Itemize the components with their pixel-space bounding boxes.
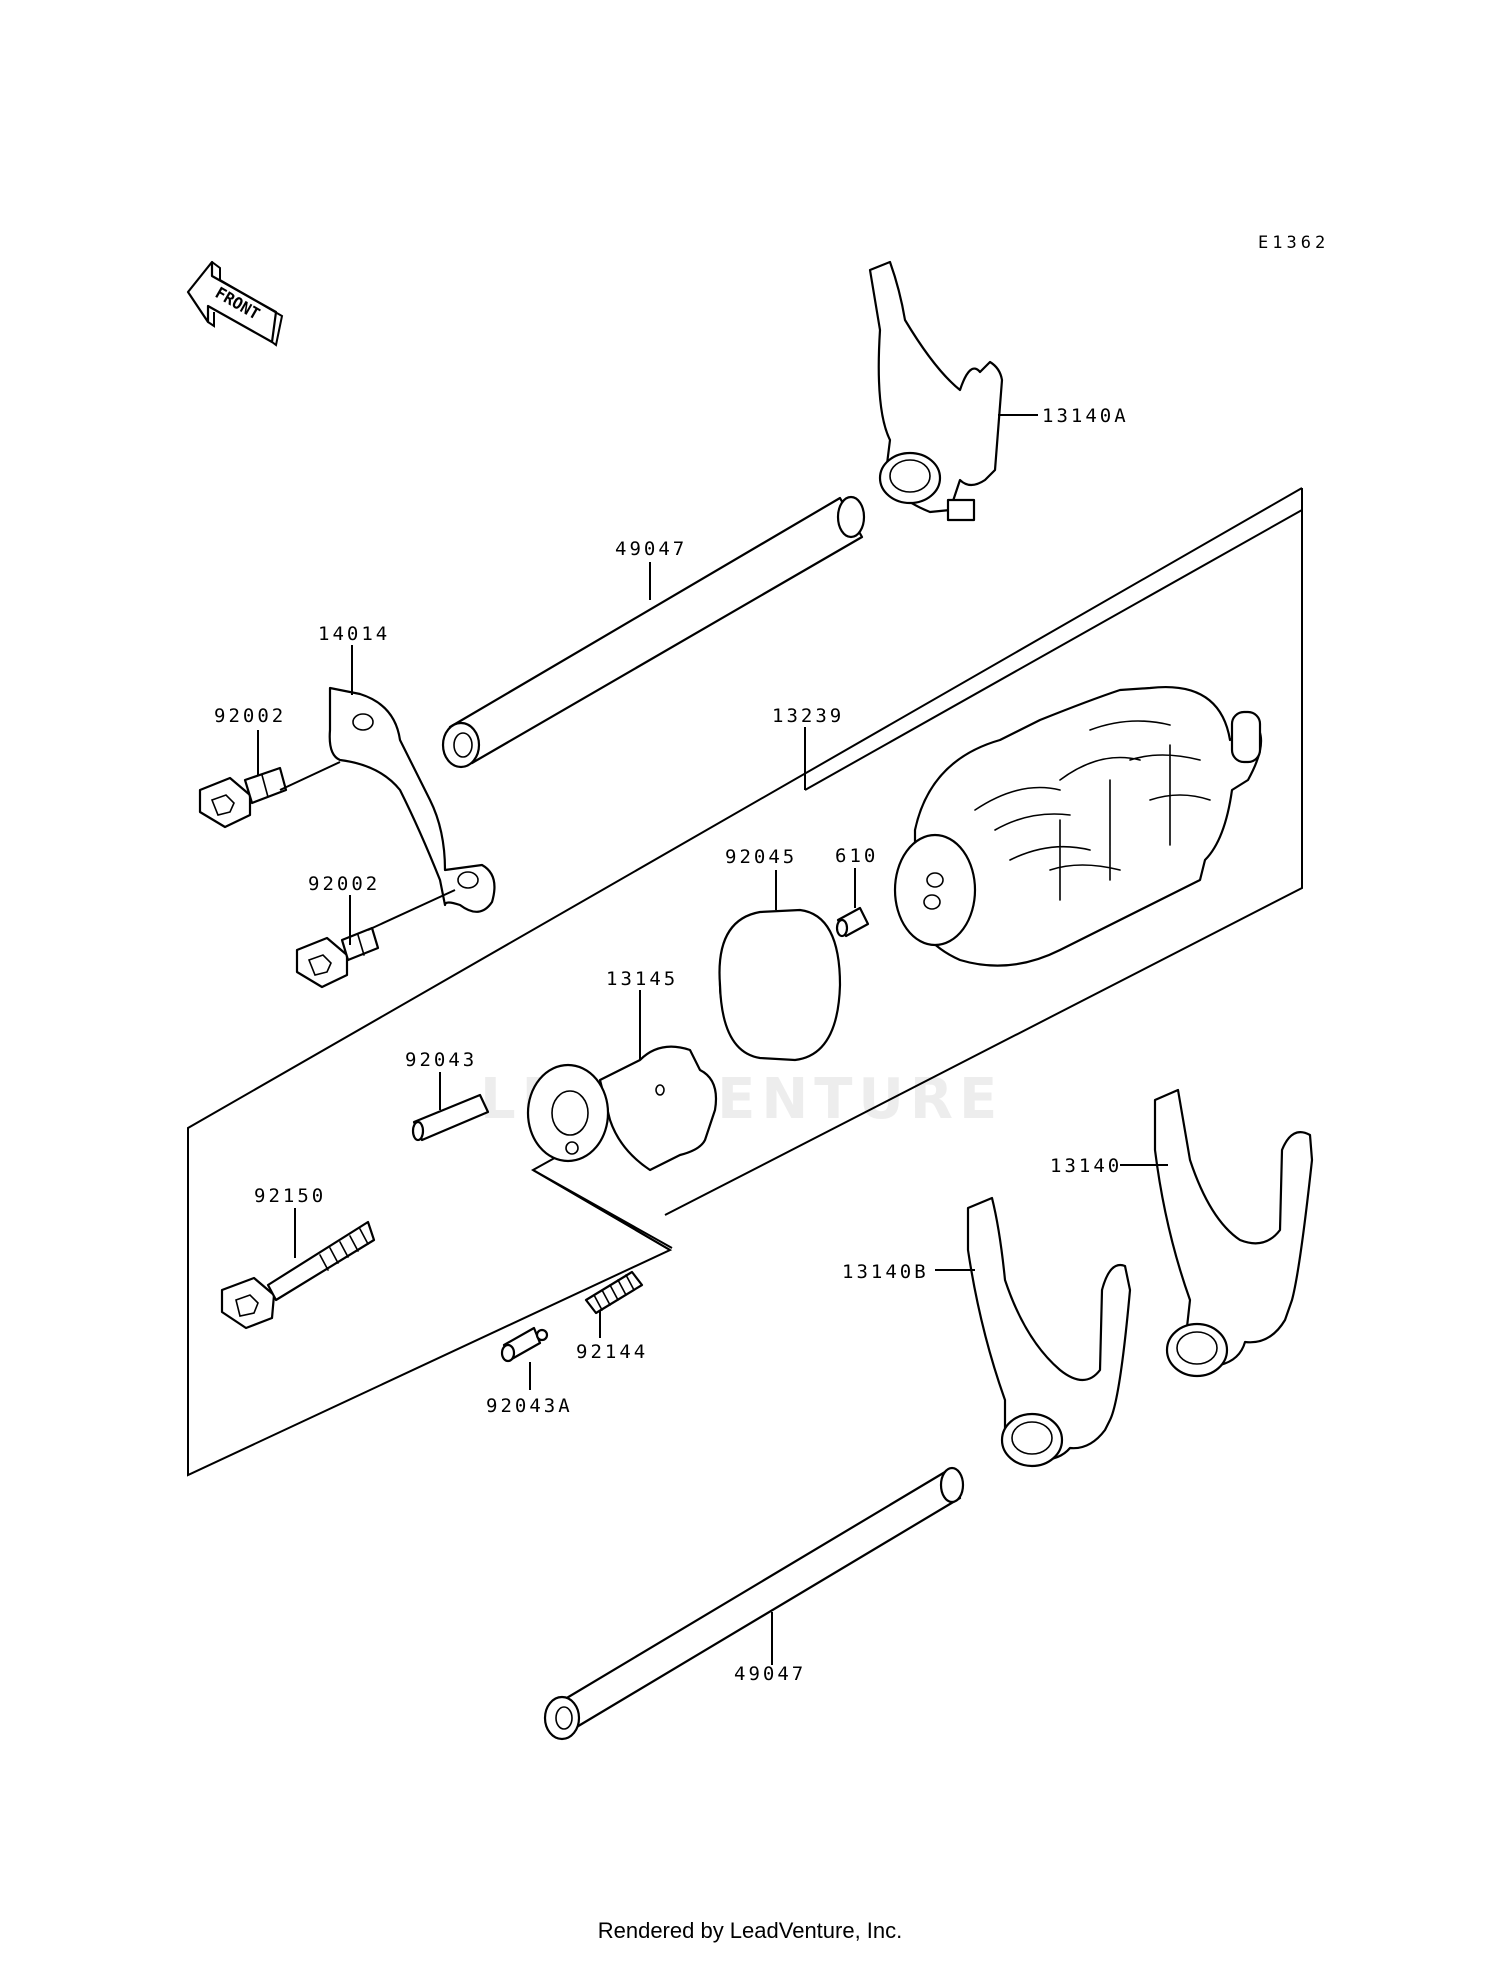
stopper-plate-icon[interactable]: [328, 686, 496, 913]
shift-rod-upper-icon[interactable]: [441, 495, 866, 769]
diagram-code: E1362: [1258, 233, 1329, 253]
spring-icon[interactable]: [584, 1270, 644, 1315]
shift-fork-13140a-icon[interactable]: [868, 260, 1004, 522]
label-13145[interactable]: 13145: [606, 968, 678, 990]
long-bolt-icon[interactable]: [220, 1220, 376, 1330]
shift-drum-icon[interactable]: [893, 686, 1263, 967]
bolt-upper-icon[interactable]: [198, 766, 288, 829]
pin-92043-icon[interactable]: [411, 1093, 490, 1142]
label-13140a[interactable]: 13140A: [1042, 405, 1129, 427]
label-92043a[interactable]: 92043A: [486, 1395, 573, 1417]
shift-cam-icon[interactable]: [526, 1045, 718, 1172]
label-92002-lower[interactable]: 92002: [308, 873, 380, 895]
label-92045[interactable]: 92045: [725, 846, 797, 868]
shift-fork-13140-icon[interactable]: [1153, 1088, 1314, 1378]
label-92144[interactable]: 92144: [576, 1341, 648, 1363]
label-14014[interactable]: 14014: [318, 623, 390, 645]
label-13239[interactable]: 13239: [772, 705, 844, 727]
label-92150[interactable]: 92150: [254, 1185, 326, 1207]
label-13140b[interactable]: 13140B: [842, 1261, 929, 1283]
dowel-pin-icon[interactable]: [835, 906, 870, 938]
assembly-outline: [664, 488, 1303, 1216]
label-610[interactable]: 610: [835, 845, 878, 867]
shift-rod-lower-icon[interactable]: [543, 1466, 965, 1741]
label-49047-lower[interactable]: 49047: [734, 1663, 806, 1685]
bolt-lower-icon[interactable]: [295, 926, 380, 989]
leader-lines: [257, 414, 1303, 1665]
detent-pin-icon[interactable]: [500, 1326, 549, 1363]
label-49047-upper[interactable]: 49047: [615, 538, 687, 560]
footer-credit: Rendered by LeadVenture, Inc.: [597, 1918, 903, 1943]
label-92002-upper[interactable]: 92002: [214, 705, 286, 727]
label-92043[interactable]: 92043: [405, 1049, 477, 1071]
detent-leader: [530, 1154, 671, 1251]
bearing-icon[interactable]: [718, 908, 842, 1062]
front-arrow-icon: FRONT: [186, 260, 284, 347]
shift-fork-13140b-icon[interactable]: [966, 1196, 1132, 1468]
label-13140[interactable]: 13140: [1050, 1155, 1122, 1177]
